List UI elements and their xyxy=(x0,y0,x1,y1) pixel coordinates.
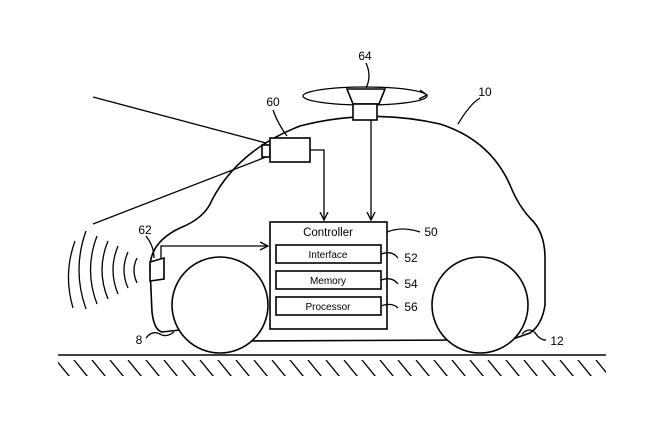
leader-rear-wheel xyxy=(521,329,547,341)
leader-processor xyxy=(380,303,399,309)
leader-vehicle xyxy=(457,97,481,125)
rear-wheel xyxy=(431,256,529,354)
ref-memory: 54 xyxy=(404,277,418,291)
ground-hatching xyxy=(58,356,606,376)
camera-fov-upper xyxy=(92,96,267,144)
lidar-base xyxy=(352,103,378,121)
lidar-rotation-arrowhead xyxy=(418,89,429,100)
leader-controller xyxy=(386,228,421,233)
camera-to-controller-line xyxy=(310,149,324,220)
leader-lidar xyxy=(365,62,370,89)
radar-waves xyxy=(67,230,138,310)
radar-sensor xyxy=(149,256,165,282)
front-wheel xyxy=(171,256,269,354)
ref-lidar: 64 xyxy=(358,49,372,63)
leader-lines xyxy=(145,62,547,341)
ref-camera: 60 xyxy=(266,95,280,109)
leader-radar xyxy=(145,235,155,259)
lidar-head xyxy=(345,88,387,105)
ref-rear-wheel: 12 xyxy=(550,334,564,348)
leader-front-wheel xyxy=(145,331,175,339)
interface-label: Interface xyxy=(309,250,348,261)
ref-interface: 52 xyxy=(404,251,418,265)
camera-lens xyxy=(261,144,271,158)
leader-camera xyxy=(272,109,288,137)
ref-front-wheel: 8 xyxy=(136,333,143,347)
processor-label: Processor xyxy=(305,302,351,313)
camera-fov-lower xyxy=(92,156,267,225)
ref-processor: 56 xyxy=(404,300,418,314)
leader-memory xyxy=(380,278,399,285)
memory-label: Memory xyxy=(310,276,346,287)
ref-radar: 62 xyxy=(138,223,152,237)
controller-title: Controller xyxy=(303,227,353,239)
leader-interface xyxy=(380,252,399,259)
ref-controller: 50 xyxy=(424,225,438,239)
radar-to-controller-line xyxy=(160,246,268,259)
ground xyxy=(58,354,606,376)
ref-vehicle: 10 xyxy=(478,85,492,99)
camera-sensor xyxy=(269,137,311,163)
